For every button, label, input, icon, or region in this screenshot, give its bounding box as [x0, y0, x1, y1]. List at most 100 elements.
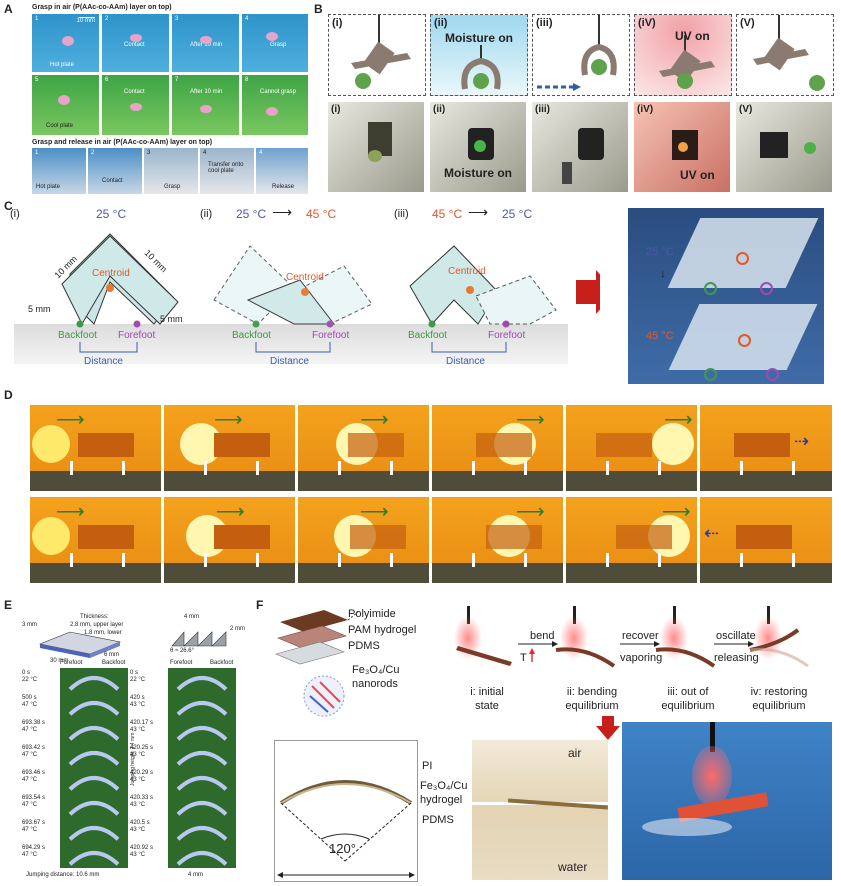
arch-mark	[176, 801, 228, 816]
photo-b-ii: (ii) Moisture on	[430, 102, 526, 192]
temp-label-ii-a: 25 °C	[236, 207, 267, 221]
layer-pdms-label: PDMS	[348, 640, 380, 652]
fecu-label-1: Fe₃O₄/Cu	[420, 780, 468, 792]
temp-value: 47 °C	[22, 702, 38, 708]
step-label-ii: (ii)	[200, 208, 213, 220]
arrow-right-icon: ⟶	[272, 204, 293, 220]
theta-label: θ ≈ 26.6°	[170, 648, 195, 654]
frame-d2: ⟶	[164, 405, 295, 491]
photo-num: 1	[35, 16, 39, 22]
backfoot-label-i: Backfoot	[58, 330, 97, 341]
arrow-down-red-icon	[596, 716, 620, 740]
frame-d1: ⟶	[30, 405, 161, 491]
dim-30mm-label: 30 mm	[50, 658, 69, 664]
photo-temp-label-2: 45 °C	[646, 330, 674, 342]
time-value: 420.33 s	[130, 795, 154, 801]
panel-a-title-1: Grasp in air (P(AAc-co-AAm) layer on top…	[32, 4, 172, 11]
air-label: air	[568, 746, 582, 760]
frame-d5: ⟶	[566, 405, 697, 491]
distance-label-iii: Distance	[446, 356, 485, 367]
moisture-label: Moisture on	[445, 31, 513, 45]
arch-mark	[68, 676, 120, 691]
vaporing-label: vaporing	[620, 652, 663, 664]
nano-label-1: Fe₃O₄/Cu	[352, 664, 400, 676]
robot-chevron-ii	[213, 245, 373, 328]
layer-stack-diagram	[275, 610, 359, 717]
photo-num: 2	[91, 150, 95, 156]
temp-value: 43 °C	[130, 777, 146, 783]
lower-layer-label: 1.8 mm, lower	[84, 630, 122, 636]
ratchet-surface-diagram	[171, 631, 227, 647]
scale-label: 10 mm	[76, 18, 95, 24]
arch-mark	[68, 751, 120, 766]
arch-mark	[176, 851, 228, 866]
gripper-closing-icon	[461, 45, 501, 90]
time-value: 0 s	[22, 670, 31, 676]
moisture-photo-label: Moisture on	[444, 166, 512, 180]
panel-label-d: D	[4, 388, 13, 402]
step-label-iii: (iii)	[394, 208, 409, 220]
right-distance-label: 4 mm	[188, 872, 203, 878]
photo-caption: After 10 min	[190, 89, 223, 95]
time-value: 0 s	[130, 670, 139, 676]
arch-mark	[176, 726, 228, 741]
arrow-right-green-icon: ⟶	[216, 501, 245, 523]
forefoot-header-right: Forefoot	[170, 660, 193, 666]
robot-chevron-i	[61, 233, 179, 328]
arrow-right-icon: ⟶	[468, 204, 489, 220]
schematic-b-iii: (iii)	[532, 14, 630, 96]
panel-label-e: E	[4, 598, 13, 612]
state-iii-label-a: iii: out of	[667, 686, 709, 698]
photo-num: 3	[147, 150, 151, 156]
arrow-right-green-icon: ⟶	[360, 409, 389, 431]
temperature-t-label: T	[520, 652, 527, 664]
temp-value: 43 °C	[130, 827, 146, 833]
forefoot-header-left: Forefoot	[60, 660, 83, 666]
state-i-label-b: state	[475, 700, 499, 712]
arrow-right-green-icon: ⟶	[664, 409, 693, 431]
thickness-label: Thickness:	[80, 614, 109, 620]
temp-value: 43 °C	[130, 802, 146, 808]
temp-label-i: 25 °C	[96, 207, 127, 221]
photo-label: (V)	[739, 104, 753, 115]
centroid-label-i: Centroid	[92, 268, 130, 279]
state-iv-label-b: equilibrium	[752, 700, 806, 712]
arrow-down-icon: ↓	[660, 266, 666, 280]
schematic-b-i: (i)	[328, 14, 426, 96]
schematic-label: (ii)	[434, 17, 448, 29]
panel-d-sequence: ⟶ ⟶ ⟶ ⟶ ⟶ ⇢ ⟶ ⟶ ⟶ ⟶ ⟶ ⇠	[30, 405, 832, 585]
photo-num: 6	[105, 77, 109, 83]
time-value: 694.29 s	[22, 845, 46, 851]
ground-surface	[14, 324, 568, 364]
recover-label: recover	[622, 630, 659, 642]
dimension-5mm-left: 5 mm	[28, 304, 51, 314]
jump-distance-label: Jumping distance: 10.6 mm	[26, 872, 100, 878]
panel-e: Thickness: 2.8 mm, upper layer 1.8 mm, l…	[20, 600, 250, 886]
releasing-label: releasing	[714, 652, 759, 664]
uv-label: UV on	[675, 29, 710, 43]
temp-label-iii-a: 45 °C	[432, 207, 463, 221]
temp-value: 47 °C	[22, 827, 38, 833]
photo-num: 8	[245, 77, 249, 83]
backfoot-header-right: Backfoot	[210, 660, 234, 666]
centroid-label-iii: Centroid	[448, 266, 486, 277]
time-value: 693.67 s	[22, 820, 46, 826]
photo-num: 1	[35, 150, 39, 156]
arch-mark	[68, 776, 120, 791]
time-value: 420.29 s	[130, 770, 154, 776]
photo-label: (ii)	[433, 104, 446, 115]
temp-value: 47 °C	[22, 727, 38, 733]
frame-d7: ⟶	[30, 497, 161, 583]
arrow-right-green-icon: ⟶	[56, 409, 85, 431]
gripper-release-icon	[659, 35, 715, 89]
